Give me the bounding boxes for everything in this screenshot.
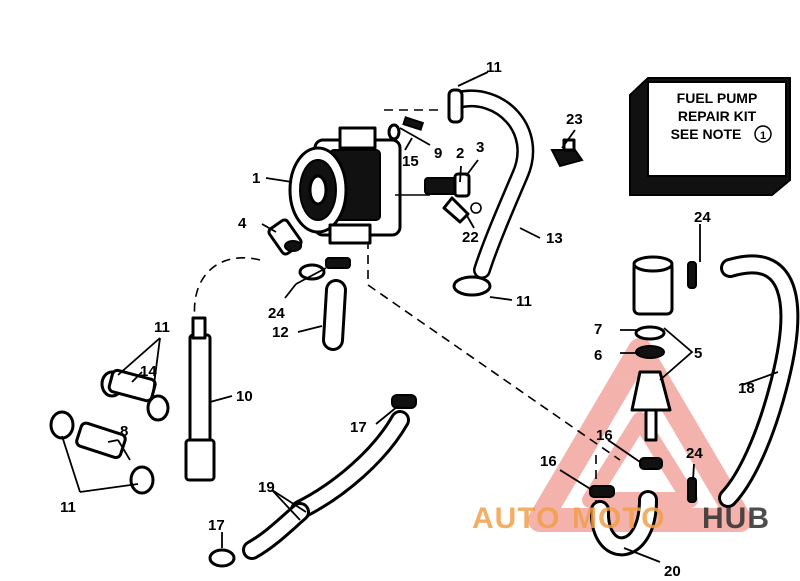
callout-23: 23 <box>566 111 583 128</box>
callout-2: 2 <box>456 145 464 162</box>
clip-22 <box>442 196 482 224</box>
callout-5: 5 <box>694 345 702 362</box>
callout-6: 6 <box>594 347 602 364</box>
callout-17-lower: 17 <box>208 517 225 534</box>
fuel-pump <box>288 126 430 245</box>
leader-lines <box>61 71 779 563</box>
clip-23 <box>550 138 584 168</box>
callout-8: 8 <box>120 423 128 440</box>
callout-24-left: 24 <box>268 305 285 322</box>
callout-24-bottom: 24 <box>686 445 703 462</box>
hose-17 <box>290 394 417 520</box>
watermark-moto: MOTO <box>572 502 665 535</box>
hose-12 <box>298 257 351 351</box>
callout-24-filter: 24 <box>694 209 711 226</box>
kit-line-1: FUEL PUMP <box>677 90 758 106</box>
callout-14: 14 <box>140 363 157 380</box>
callout-15: 15 <box>402 153 419 170</box>
watermark-text: AUTO MOTO HUB <box>472 502 770 535</box>
hose-clamp-11-upper <box>452 275 492 297</box>
connector-8 <box>49 410 155 495</box>
callout-18: 18 <box>738 380 755 397</box>
callout-11-top: 11 <box>486 59 502 76</box>
callout-12: 12 <box>272 324 289 341</box>
watermark-auto: AUTO <box>472 502 560 535</box>
kit-line-2: REPAIR KIT <box>678 108 757 124</box>
callout-13: 13 <box>546 230 563 247</box>
fuel-filter <box>630 255 697 442</box>
watermark-hub: HUB <box>702 502 770 535</box>
callout-4: 4 <box>238 215 247 232</box>
fuel-pump-repair-kit-box: FUEL PUMP REPAIR KIT SEE NOTE 1 <box>629 77 791 196</box>
hose-18 <box>718 254 800 508</box>
hose-20 <box>589 457 697 557</box>
fuel-line-10 <box>184 316 216 482</box>
callout-11-left-top: 11 <box>154 319 170 336</box>
callout-1: 1 <box>252 170 260 187</box>
callout-3: 3 <box>476 139 484 156</box>
callout-17-upper: 17 <box>350 419 367 436</box>
callout-16-lower: 16 <box>540 453 557 470</box>
callout-20: 20 <box>664 563 681 580</box>
callout-10: 10 <box>236 388 253 405</box>
callout-11-mid: 11 <box>516 293 532 310</box>
callout-19: 19 <box>258 479 275 496</box>
check-valve <box>267 218 303 256</box>
callout-16-upper: 16 <box>596 427 613 444</box>
connector-14 <box>100 368 170 422</box>
hose-13 <box>447 88 535 279</box>
callout-9: 9 <box>434 145 442 162</box>
kit-note-number: 1 <box>760 130 766 142</box>
callout-7: 7 <box>594 321 602 338</box>
callout-11-left-bottom: 11 <box>60 499 76 516</box>
fitting-2-3 <box>424 172 471 198</box>
callout-22: 22 <box>462 229 479 246</box>
note-circle-icon <box>754 125 772 143</box>
screw-washer <box>387 116 425 141</box>
callout-labels: 1 2 3 4 5 6 7 8 9 10 11 11 11 11 12 13 1… <box>60 59 755 580</box>
kit-line-3: SEE NOTE <box>671 126 742 142</box>
